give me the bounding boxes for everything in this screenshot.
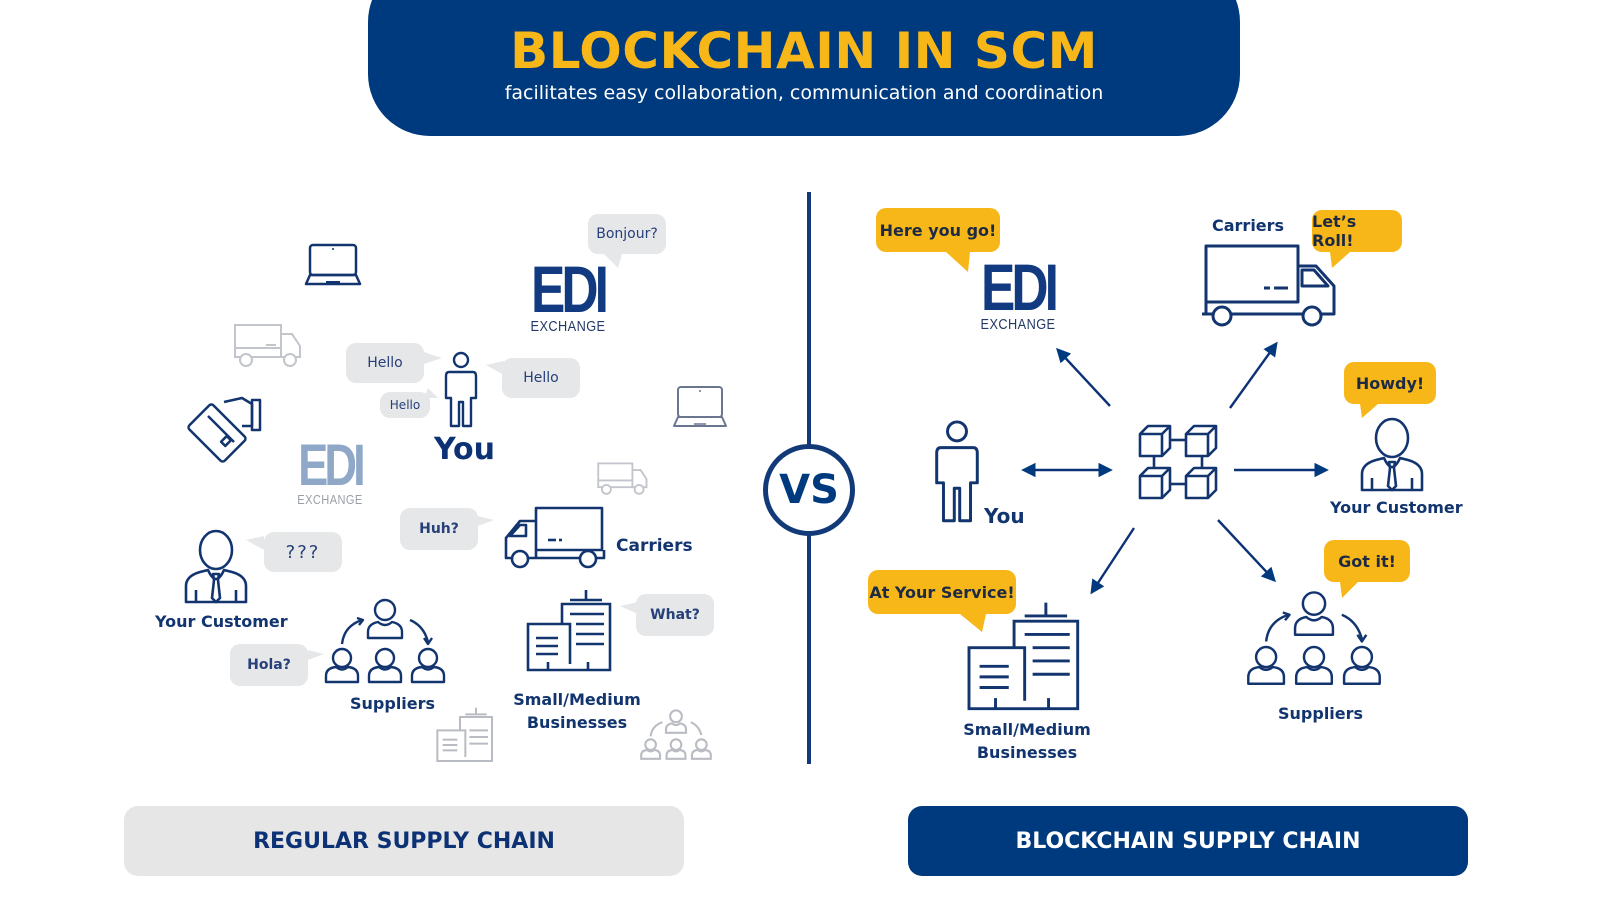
smb-label: Small/Medium Businesses: [963, 720, 1091, 762]
bubble-tail: [1360, 404, 1378, 418]
speech-bubble-here-you-go: Here you go!: [876, 208, 1000, 252]
bubble-tail: [424, 352, 442, 364]
vs-label: VS: [779, 467, 839, 513]
regular-supply-chain-button: REGULAR SUPPLY CHAIN: [124, 806, 684, 876]
bubble-tail: [946, 252, 970, 272]
speech-bubble-bonjour: Bonjour?: [588, 214, 666, 254]
edi-exchange-logo: EDI EXCHANGE: [530, 252, 609, 335]
speech-bubble-hola: Hola?: [230, 644, 308, 686]
businessman-icon: [1360, 417, 1424, 492]
bubble-tail: [1330, 252, 1350, 268]
bubble-tail: [620, 602, 638, 614]
bubble-tail: [478, 516, 494, 526]
carriers-label: Carriers: [1212, 216, 1285, 235]
carriers-label: Carriers: [616, 536, 693, 556]
speech-bubble-hello: Hello: [502, 358, 580, 398]
smb-label: Small/Medium Businesses: [513, 690, 641, 732]
truck-icon: [504, 506, 606, 569]
person-icon: [935, 420, 979, 523]
page-subtitle: facilitates easy collaboration, communic…: [504, 82, 1104, 104]
you-label: You: [984, 504, 1025, 528]
edi-exchange-logo: EDI EXCHANGE: [980, 250, 1059, 333]
speech-bubble-hello-small: Hello: [380, 392, 430, 418]
edi-exchange-logo-faded: EDI EXCHANGE: [297, 433, 365, 508]
building-icon: [436, 707, 493, 762]
arrow-to-suppliers: [1217, 519, 1276, 583]
suppliers-label: Suppliers: [350, 694, 436, 713]
truck-icon: [1202, 244, 1336, 327]
header-banner: BLOCKCHAIN IN SCM facilitates easy colla…: [368, 0, 1240, 136]
speech-bubble-hello: Hello: [346, 343, 424, 383]
building-icon: [967, 602, 1080, 711]
team-icon: [324, 598, 446, 684]
bubble-tail: [604, 254, 622, 268]
blockchain-supply-chain-label: BLOCKCHAIN SUPPLY CHAIN: [1015, 828, 1361, 854]
blockchain-supply-chain-button: BLOCKCHAIN SUPPLY CHAIN: [908, 806, 1468, 876]
speech-bubble-what: What?: [636, 594, 714, 636]
person-icon: [444, 351, 478, 428]
laptop-icon: [304, 243, 362, 286]
speech-bubble-huh: Huh?: [400, 508, 478, 550]
bubble-tail: [486, 361, 504, 375]
speech-bubble-lets-roll: Let’s Roll!: [1312, 210, 1402, 252]
you-label: You: [434, 432, 495, 467]
arrow-to-smb: [1090, 527, 1136, 595]
bubble-tail: [308, 650, 324, 660]
building-icon: [526, 590, 612, 672]
card-payment-icon: [187, 396, 262, 463]
truck-icon: [597, 462, 648, 495]
arrow-to-edi: [1056, 347, 1111, 407]
truck-icon: [234, 324, 301, 367]
team-icon: [640, 709, 712, 760]
laptop-icon: [673, 386, 727, 427]
businessman-icon: [184, 529, 248, 604]
bubble-tail: [960, 614, 986, 632]
suppliers-label: Suppliers: [1278, 704, 1364, 723]
page-title: BLOCKCHAIN IN SCM: [510, 22, 1098, 80]
vs-badge: VS: [763, 444, 855, 536]
your-customer-label: Your Customer: [1330, 498, 1463, 517]
your-customer-label: Your Customer: [155, 612, 288, 631]
speech-bubble-question: ???: [264, 532, 342, 572]
speech-bubble-got-it: Got it!: [1324, 540, 1410, 582]
speech-bubble-at-your-service: At Your Service!: [868, 570, 1016, 614]
bubble-tail: [1340, 582, 1358, 598]
blockchain-icon: [1138, 424, 1218, 500]
team-icon: [1247, 591, 1381, 685]
regular-supply-chain-label: REGULAR SUPPLY CHAIN: [253, 828, 555, 854]
arrow-to-carriers: [1229, 341, 1278, 409]
speech-bubble-howdy: Howdy!: [1344, 362, 1436, 404]
bubble-tail: [246, 536, 264, 550]
bubble-tail: [424, 388, 438, 398]
